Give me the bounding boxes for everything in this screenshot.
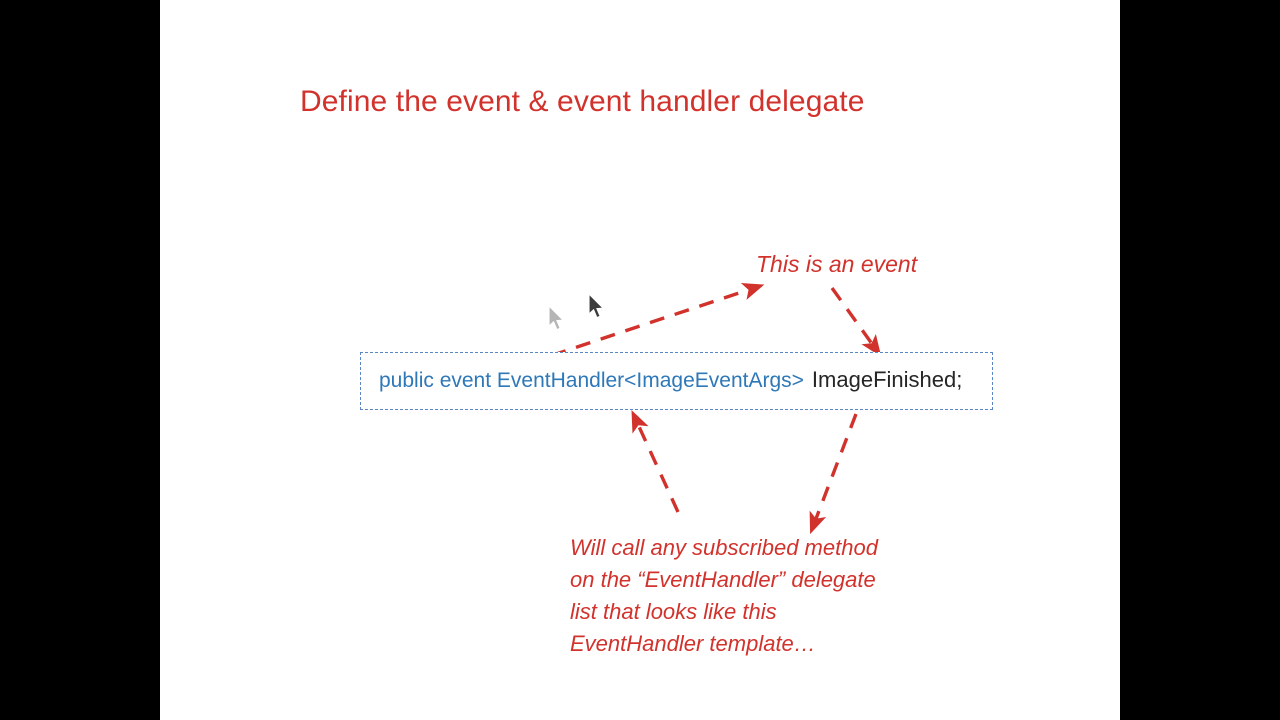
annotation-event-label: This is an event (756, 251, 918, 277)
letterbox-bar-right (1120, 0, 1280, 720)
mouse-cursor-ghost-icon (548, 305, 565, 331)
mouse-cursor-icon[interactable] (588, 293, 606, 320)
code-snippet-box: public event EventHandler<ImageEventArgs… (360, 352, 993, 410)
annotation-delegate-line-3: list that looks like this (570, 599, 777, 624)
annotation-delegate-note: Will call any subscribed method on the “… (570, 532, 878, 660)
code-keyword-text: public event EventHandler<ImageEventArgs… (379, 369, 804, 392)
annotation-delegate-line-2: on the “EventHandler” delegate (570, 567, 876, 592)
arrow-event-label-to-code (830, 287, 882, 357)
code-statement: public event EventHandler<ImageEventArgs… (379, 365, 962, 396)
page-title: Define the event & event handler delegat… (300, 85, 865, 118)
annotation-delegate-line-1: Will call any subscribed method (570, 535, 878, 560)
arrow-note-to-code (631, 410, 680, 513)
annotation-delegate-line-4: EventHandler template… (570, 631, 816, 656)
slide-canvas: Define the event & event handler delegat… (160, 0, 1120, 720)
letterbox-bar-left (0, 0, 160, 720)
code-identifier-text: ImageFinished; (811, 367, 963, 392)
arrow-code-to-note (809, 413, 858, 535)
